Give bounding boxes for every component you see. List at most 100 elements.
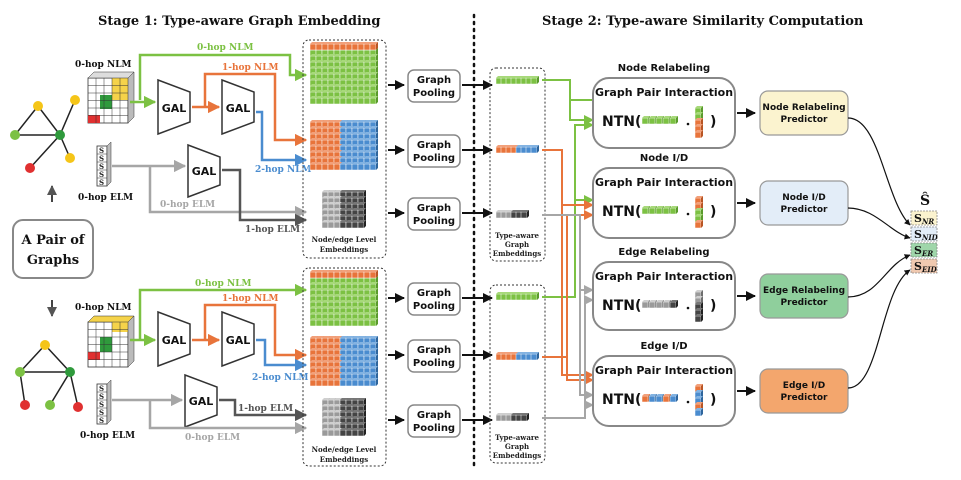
- svg-text:Node Relabeling: Node Relabeling: [762, 103, 845, 113]
- svg-text:S: S: [99, 416, 104, 425]
- svg-text:Graph: Graph: [417, 203, 451, 214]
- svg-text:NID: NID: [921, 233, 939, 242]
- tensors-bottom: [309, 269, 379, 437]
- svg-text:Pooling: Pooling: [413, 88, 455, 99]
- svg-text:S: S: [99, 408, 104, 417]
- type-aware-top-3: Embeddings: [493, 249, 542, 258]
- graph-2: [15, 340, 83, 412]
- svg-text:0-hop NLM: 0-hop NLM: [75, 60, 132, 70]
- pair-box: [12, 219, 94, 279]
- tensors-top: [309, 41, 379, 229]
- svg-text:GAL: GAL: [162, 334, 187, 347]
- svg-text:S: S: [99, 392, 104, 401]
- gal-top-1: GAL: [157, 78, 191, 136]
- label-2hop-nlm-bottom: 2-hop NLM: [252, 373, 309, 383]
- label-0hop-nlm-top: 0-hop NLM: [197, 43, 254, 53]
- svg-text:Edge I/D: Edge I/D: [783, 381, 825, 391]
- tensor-gray-bottom: [321, 397, 367, 437]
- svg-text:S: S: [99, 162, 104, 171]
- svg-text:Predictor: Predictor: [781, 205, 828, 215]
- type-aware-top-1: Type-aware: [495, 231, 540, 240]
- svg-text:S: S: [914, 228, 922, 241]
- type-aware-top-2: Graph: [505, 240, 529, 249]
- svg-text:GAL: GAL: [226, 334, 251, 347]
- vec-green-bottom: [495, 291, 540, 301]
- label-1hop-nlm-top: 1-hop NLM: [222, 63, 279, 73]
- type-aware-bottom-1: Type-aware: [495, 433, 540, 442]
- vec-gray-top: [495, 209, 530, 219]
- graph-pair-interaction: Graph Pair Interaction: [595, 270, 733, 283]
- vec-orange-top: [495, 144, 540, 154]
- svg-text:Graph: Graph: [417, 345, 451, 356]
- label-1hop-nlm-bottom: 1-hop NLM: [222, 294, 279, 304]
- svg-text:0-hop NLM: 0-hop NLM: [75, 303, 132, 313]
- svg-text:S: S: [99, 178, 104, 187]
- svg-text:Pooling: Pooling: [413, 301, 455, 312]
- graph-1: [10, 95, 80, 173]
- nlm-matrix-bottom: 0-hop NLM: [75, 303, 135, 368]
- pair-line1: A Pair of: [20, 233, 85, 248]
- svg-text:0-hop ELM: 0-hop ELM: [78, 193, 133, 203]
- svg-text:GAL: GAL: [162, 102, 187, 115]
- svg-text:ER: ER: [921, 249, 933, 258]
- vec-gray-bottom: [495, 412, 530, 422]
- node-edge-label-bottom-1: Node/edge Level: [312, 445, 377, 454]
- svg-text:S: S: [99, 146, 104, 155]
- ntn-label: NTN(: [602, 298, 641, 314]
- label-0hop-elm-top: 0-hop ELM: [160, 200, 215, 210]
- node-edge-group-bottom: [302, 267, 387, 467]
- svg-text:Predictor: Predictor: [781, 298, 828, 308]
- pair-line2: Graphs: [27, 253, 79, 268]
- svg-text:Edge Relabeling: Edge Relabeling: [763, 286, 845, 296]
- arrows-stage2: [542, 79, 594, 419]
- svg-text:): ): [710, 298, 716, 314]
- svg-text:GAL: GAL: [192, 165, 217, 178]
- label-2hop-nlm-top: 2-hop NLM: [255, 165, 312, 175]
- task-title: Node Relabeling: [618, 63, 710, 74]
- svg-text:GAL: GAL: [189, 395, 214, 408]
- tensor-orange-blue-top: [309, 119, 379, 171]
- svg-text:S: S: [99, 154, 104, 163]
- elm-matrix-bottom: S S S S S 0-hop ELM: [80, 379, 135, 441]
- ntn-label: NTN(: [602, 392, 641, 408]
- svg-text:Node I/D: Node I/D: [782, 193, 826, 203]
- svg-text:S: S: [99, 384, 104, 393]
- task-title: Node I/D: [640, 153, 688, 164]
- svg-text:Graph: Graph: [417, 410, 451, 421]
- ntn-label: NTN(: [602, 204, 641, 220]
- svg-text:Predictor: Predictor: [781, 115, 828, 125]
- vec-green-top: [495, 75, 540, 85]
- svg-text:Pooling: Pooling: [413, 216, 455, 227]
- predictor-box: [759, 273, 849, 319]
- gal-top-2: GAL: [221, 78, 255, 136]
- task-title: Edge Relabeling: [618, 247, 709, 258]
- arrows-to-s: [847, 117, 911, 389]
- svg-text:Pooling: Pooling: [413, 153, 455, 164]
- svg-text:Pooling: Pooling: [413, 423, 455, 434]
- label-0hop-elm-bottom: 0-hop ELM: [185, 433, 240, 443]
- ntn-label: NTN(: [602, 114, 641, 130]
- predictor-box: [759, 368, 849, 414]
- tensor-green-bottom: [309, 275, 379, 327]
- svg-text:S: S: [914, 212, 922, 225]
- arrows-top-stage1: [112, 53, 308, 227]
- svg-text:S: S: [914, 244, 922, 257]
- pooling-boxes: GraphPoolingGraphPoolingGraphPoolingGrap…: [388, 69, 493, 438]
- svg-text:Graph: Graph: [417, 140, 451, 151]
- graph-pair-interaction: Graph Pair Interaction: [595, 364, 733, 377]
- svg-text:0-hop ELM: 0-hop ELM: [80, 431, 135, 441]
- type-aware-bottom-2: Graph: [505, 442, 529, 451]
- svg-text:S: S: [99, 400, 104, 409]
